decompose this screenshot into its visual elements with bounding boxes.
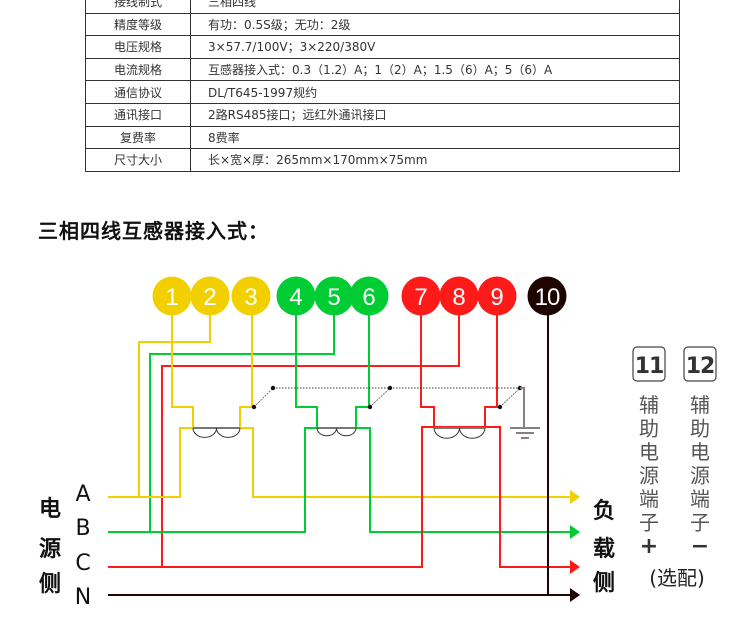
spec-value: 有功：0.5S级；无功：2级 — [190, 12, 680, 37]
terminal-3-circle — [231, 276, 271, 316]
terminal-9-label: 9 — [490, 284, 503, 311]
source-side-label: 电 — [39, 497, 61, 522]
aux-terminal-box — [683, 346, 717, 382]
source-side-label: 侧 — [39, 572, 61, 597]
terminal-4-label: 4 — [289, 284, 302, 311]
spec-row: 尺寸大小长×宽×厚：265mm×170mm×75mm — [85, 148, 680, 172]
switch-dot — [367, 404, 373, 410]
wire-terminal-5 — [149, 315, 335, 532]
aux-terminal-text: 电 — [639, 440, 659, 464]
terminal-6-circle — [349, 276, 389, 316]
phase-label: C — [75, 551, 90, 576]
wire-terminal-8 — [161, 315, 460, 567]
switch-dot — [497, 404, 503, 410]
load-side-label: 载 — [593, 536, 615, 562]
spec-row: 精度等级有功：0.5S级；无功：2级 — [85, 12, 680, 37]
terminal-9-circle — [477, 276, 517, 316]
terminal-2-label: 2 — [203, 284, 216, 311]
diagram-title: 三相四线互感器接入式： — [38, 219, 269, 243]
switch-dot — [270, 385, 276, 391]
aux-terminal-number: 11 — [635, 354, 664, 379]
wire-terminal-3 — [239, 315, 253, 428]
terminal-10-circle — [527, 276, 567, 316]
terminal-6-label: 6 — [362, 284, 375, 311]
aux-terminal-text: 端 — [639, 487, 659, 511]
terminal-7-circle — [401, 276, 441, 316]
arrow-icon — [570, 490, 580, 504]
terminal-7-label: 7 — [414, 284, 427, 311]
wire-terminal-1 — [171, 315, 194, 428]
aux-terminal-text: 子 — [690, 511, 710, 535]
terminal-1-label: 1 — [165, 284, 178, 311]
terminal-3-label: 3 — [244, 284, 257, 311]
wire-terminal-9 — [484, 315, 498, 427]
line-a — [108, 427, 572, 498]
terminal-8-label: 8 — [452, 284, 465, 311]
switch-dot — [251, 404, 257, 410]
line-b — [108, 427, 572, 533]
aux-terminal-text: 辅 — [690, 393, 710, 417]
optional-note: (选配) — [649, 566, 705, 590]
load-side-label: 负 — [593, 499, 615, 524]
spec-key: 尺寸大小 — [85, 148, 191, 172]
ct-coil-icon — [433, 427, 486, 439]
phase-label: N — [75, 585, 91, 610]
load-side-label: 侧 — [593, 571, 615, 596]
terminal-5-label: 5 — [327, 284, 340, 311]
wire-terminal-6 — [355, 315, 370, 428]
switch-dot — [387, 385, 393, 391]
terminal-4-circle — [276, 276, 316, 316]
arrow-icon — [570, 588, 580, 602]
aux-terminal-text: 子 — [639, 511, 659, 535]
wire-terminal-7 — [420, 315, 435, 427]
spec-key: 电压规格 — [85, 35, 191, 59]
switch-blade — [369, 387, 391, 408]
terminal-1-circle — [152, 276, 192, 316]
ct-coil-icon — [316, 427, 357, 437]
spec-key: 精度等级 — [85, 12, 191, 37]
aux-terminal-text: 助 — [690, 417, 710, 441]
aux-terminal-box — [632, 346, 666, 382]
arrow-icon — [570, 525, 580, 539]
aux-terminal-text: 辅 — [639, 393, 659, 417]
aux-terminal-sign: − — [691, 534, 709, 559]
spec-value: 2路RS485接口；远红外通讯接口 — [190, 102, 680, 127]
phase-label: B — [75, 516, 90, 541]
source-side-label: 源 — [39, 537, 61, 562]
switch-blade — [253, 387, 274, 408]
spec-value: 3×57.7/100V；3×220/380V — [190, 35, 680, 59]
aux-terminal-text: 端 — [690, 487, 710, 511]
spec-key: 通讯接口 — [85, 102, 191, 127]
ct-coil-icon — [192, 427, 241, 438]
aux-terminal-number: 12 — [686, 354, 715, 379]
terminal-8-circle — [439, 276, 479, 316]
aux-terminal-text: 助 — [639, 417, 659, 441]
wire-terminal-2 — [138, 315, 211, 497]
terminal-10-label: 10 — [535, 284, 560, 311]
spec-row: 接线制式三相四线 — [85, 0, 680, 14]
arrow-icon — [570, 560, 580, 574]
terminal-5-circle — [314, 276, 354, 316]
aux-terminal-text: 电 — [690, 440, 710, 464]
aux-terminal-sign: + — [640, 534, 658, 559]
aux-terminal-text: 源 — [639, 464, 659, 488]
phase-label: A — [75, 482, 90, 507]
ground-wire — [520, 387, 525, 428]
switch-blade — [499, 387, 521, 408]
wire-terminal-4 — [295, 315, 318, 428]
aux-terminal-text: 源 — [690, 464, 710, 488]
terminal-2-circle — [190, 276, 230, 316]
spec-value: 长×宽×厚：265mm×170mm×75mm — [190, 148, 680, 172]
spec-key: 电流规格 — [85, 57, 191, 82]
